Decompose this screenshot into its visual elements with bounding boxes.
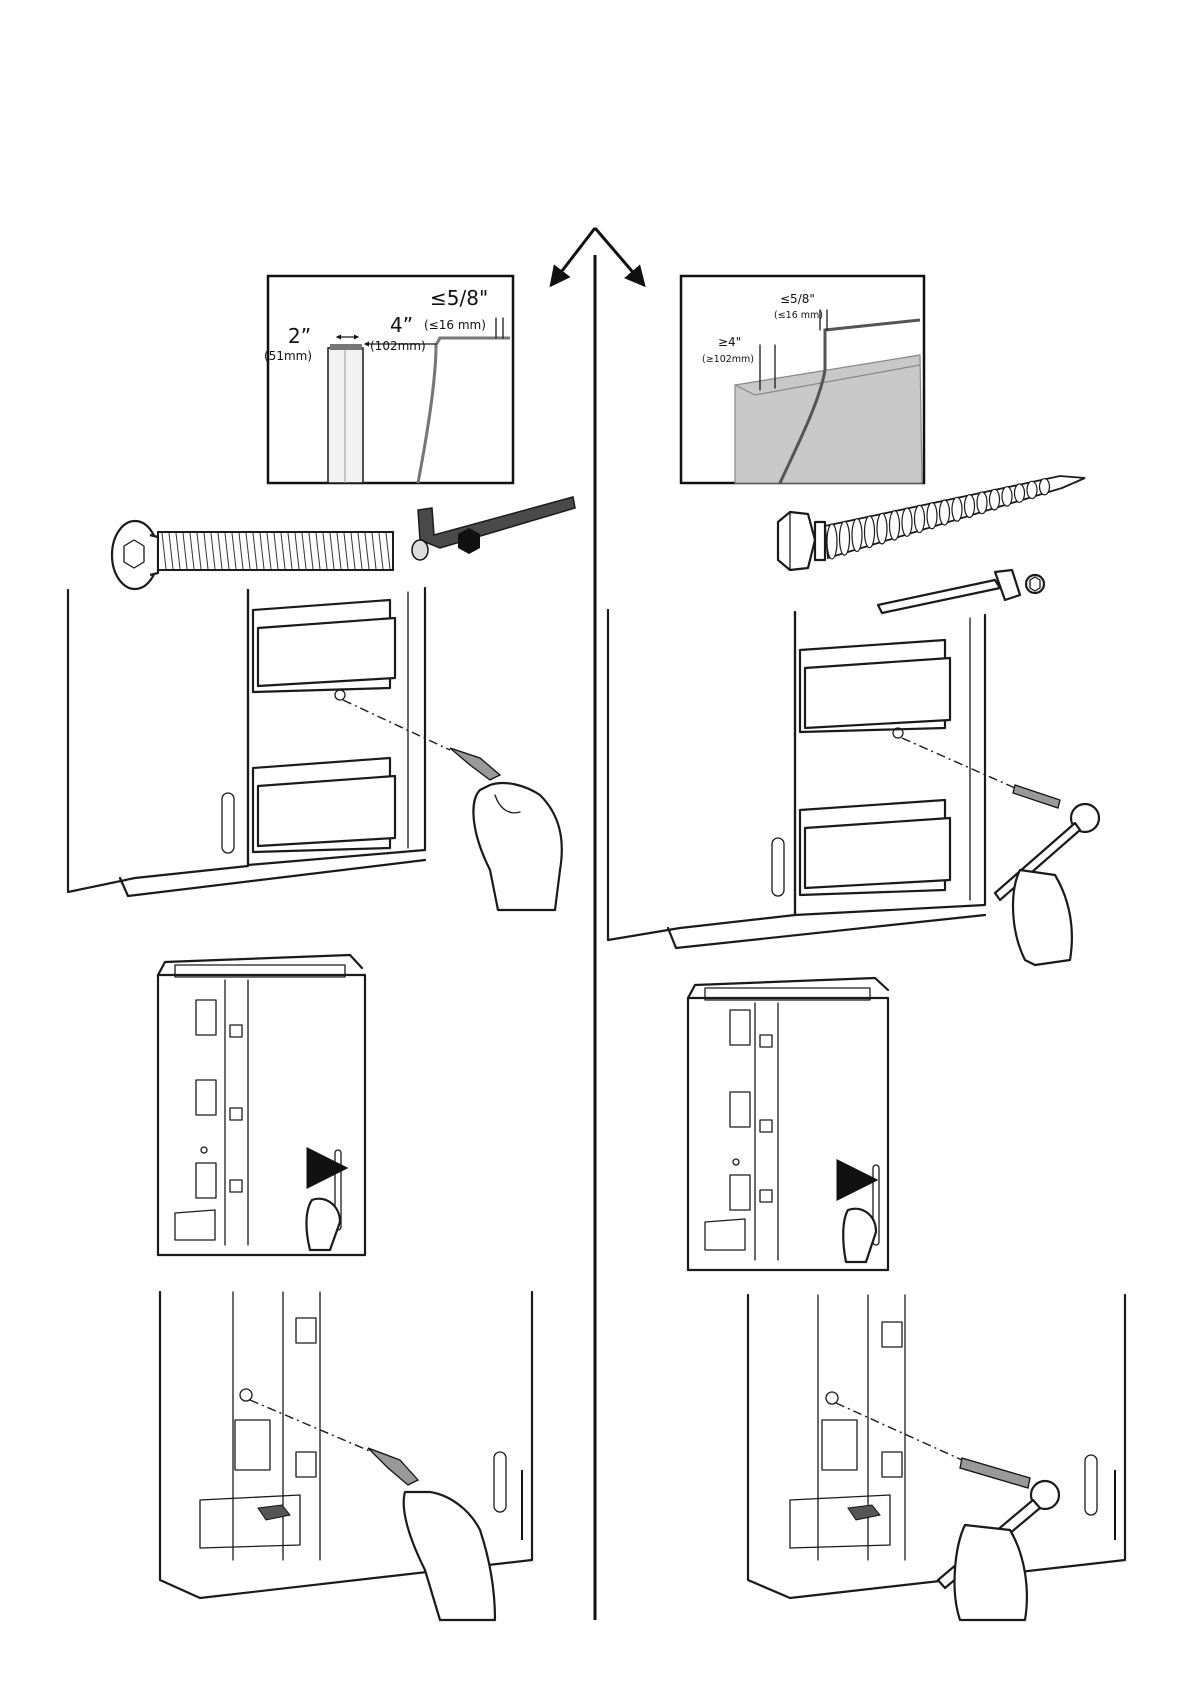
machine-bolt-icon — [112, 521, 393, 589]
stud-width-mm-label: (51mm) — [264, 349, 312, 363]
lag-screw-thread — [825, 476, 1085, 559]
stud-depth-mm-label: (102mm) — [370, 339, 426, 353]
cabinet-mount-left — [68, 588, 450, 896]
cabinet-mount-right — [608, 610, 1015, 948]
cabinet-cover-left — [158, 955, 365, 1255]
min-depth-label: ≥4" — [718, 335, 741, 349]
hand-with-hex-key-closeup — [368, 1448, 495, 1620]
hand-with-wrench — [995, 785, 1099, 965]
wall-thickness-mm-label-right: (≤16 mm) — [774, 310, 823, 321]
stud-wall-detail: 2” (51mm) 4” (102mm) ≤5/8" (≤16 mm) — [264, 276, 513, 483]
hex-key-icon — [412, 497, 575, 560]
stud-width-label: 2” — [288, 324, 311, 348]
wall-thickness-label: ≤5/8" — [430, 286, 488, 310]
hand-with-hex-key — [450, 748, 562, 910]
solid-wall-detail: ≥4" (≥102mm) ≤5/8" (≤16 mm) — [681, 276, 924, 483]
stud-depth-label: 4” — [390, 313, 413, 337]
min-depth-mm-label: (≥102mm) — [702, 354, 754, 365]
cabinet-cover-right — [688, 978, 888, 1270]
wall-thickness-mm-label: (≤16 mm) — [424, 318, 486, 332]
cabinet-closeup-right — [748, 1295, 1125, 1598]
socket-wrench-icon — [878, 570, 1044, 613]
wall-thickness-label-right: ≤5/8" — [780, 292, 815, 306]
option-split-arrows — [552, 228, 643, 1620]
hand-with-wrench-closeup — [938, 1458, 1059, 1620]
lag-screw-icon — [778, 512, 825, 570]
